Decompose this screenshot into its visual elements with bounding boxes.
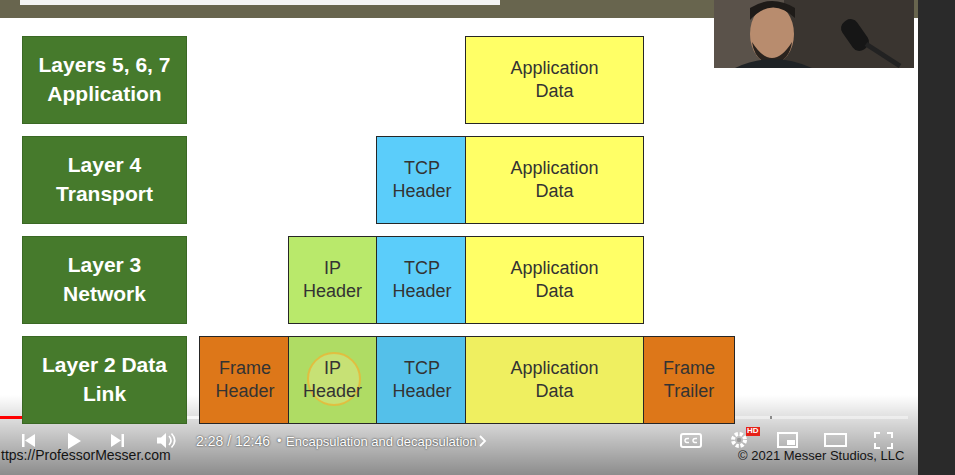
layer-box: Layers 5, 6, 7 Application <box>22 36 187 124</box>
presenter-shirt <box>735 59 812 68</box>
data-field: Application Data <box>465 36 644 124</box>
layer-box: Layer 4 Transport <box>22 136 187 224</box>
chapter-title: Encapsulation and decapsulation <box>286 434 477 450</box>
chapter-chevron <box>480 436 485 446</box>
separator-dot: • <box>277 433 282 449</box>
field-name: Application Data <box>505 157 605 203</box>
trailer-field: Frame Trailer <box>643 336 735 424</box>
field-name: Application Data <box>505 357 605 403</box>
layer-name: Layer 3 Network <box>32 251 177 309</box>
chapter-gap <box>770 416 772 419</box>
cursor-highlight <box>289 337 376 423</box>
field-name: IP Header <box>302 357 364 403</box>
layer-box: Layer 3 Network <box>22 236 187 324</box>
field-name: Frame Trailer <box>649 357 729 403</box>
next-icon <box>111 434 121 447</box>
previous-icon-bar <box>22 434 25 447</box>
microphone-arm <box>866 44 900 66</box>
copyright-note: © 2021 Messer Studios, LLC <box>738 448 904 464</box>
captions-icon <box>681 434 701 447</box>
microphone <box>838 16 872 54</box>
top-white-bar <box>20 0 500 5</box>
side-dark-panel <box>918 0 955 475</box>
video-time: 2:28 / 12:46 <box>196 433 270 450</box>
captions-mark <box>693 438 697 442</box>
field-name: IP Header <box>302 257 364 303</box>
player-controls <box>22 433 892 449</box>
hd-badge: HD <box>746 427 760 436</box>
data-field: Application Data <box>465 336 644 424</box>
miniplayer-icon <box>778 433 797 447</box>
data-field: Application Data <box>465 136 644 224</box>
header-field: IP Header <box>288 336 377 424</box>
field-name: Application Data <box>505 257 605 303</box>
layer-name: Layers 5, 6, 7 Application <box>32 51 177 109</box>
layer-name: Layer 4 Transport <box>32 151 177 209</box>
header-field: TCP Header <box>376 336 468 424</box>
layer-name: Layer 2 Data Link <box>32 351 177 409</box>
theater-icon <box>825 434 846 446</box>
play-icon <box>68 433 81 449</box>
header-field: IP Header <box>288 236 377 324</box>
captions-mark <box>685 438 689 442</box>
miniplayer-inset <box>787 440 795 445</box>
data-field: Application Data <box>465 236 644 324</box>
field-name: TCP Header <box>382 157 462 203</box>
volume-icon <box>157 433 166 448</box>
field-name: Frame Header <box>205 357 285 403</box>
fullscreen-icon <box>875 433 892 448</box>
field-name: TCP Header <box>382 357 462 403</box>
previous-icon <box>25 434 35 447</box>
field-name: TCP Header <box>382 257 462 303</box>
header-field: TCP Header <box>376 136 468 224</box>
settings-gear-hole <box>737 438 741 442</box>
website-url: ttps://ProfessorMesser.com <box>1 447 171 464</box>
volume-wave <box>172 434 175 448</box>
webcam-background <box>714 0 914 68</box>
layer-box: Layer 2 Data Link <box>22 336 187 424</box>
next-icon-bar <box>122 434 125 447</box>
presenter-hair <box>750 1 795 20</box>
volume-wave <box>169 436 171 445</box>
header-field: Frame Header <box>199 336 291 424</box>
field-name: Application Data <box>505 57 605 103</box>
settings-gear <box>733 434 745 446</box>
slide-background <box>0 0 918 475</box>
header-field: TCP Header <box>376 236 468 324</box>
